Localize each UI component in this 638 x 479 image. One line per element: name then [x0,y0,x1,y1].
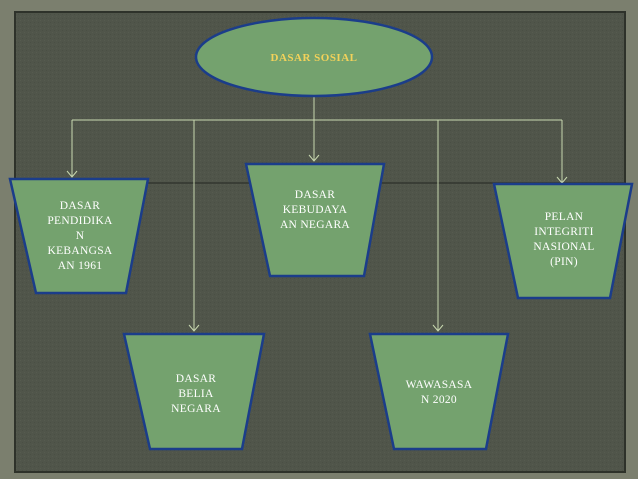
node-label-pendidikan: DASAR PENDIDIKA N KEBANGSA AN 1961 [47,199,113,272]
connectors [66,95,568,332]
node-label-kebudayaan: DASAR KEBUDAYA AN NEGARA [279,188,351,231]
node-label-belia: DASAR BELIA NEGARA [171,372,221,415]
node-shape-integriti [492,182,634,300]
node-shape-pendidikan [8,177,150,295]
root-node-label: DASAR SOSIAL [270,51,358,64]
node-shape-wawasan [368,332,510,451]
arrowhead-belia [188,324,200,332]
node-label-wawasan: WAWASASA N 2020 [405,379,473,406]
arrowhead-wawasan [432,324,444,332]
arrowhead-pendidikan [66,170,78,178]
node-shape-kebudayaan [244,162,386,278]
root-node-ellipse [194,16,434,98]
node-shape-belia [122,332,266,451]
arrowhead-kebudayaan [308,154,320,162]
node-label-integriti: PELAN INTEGRITI NASIONAL (PIN) [533,211,595,268]
